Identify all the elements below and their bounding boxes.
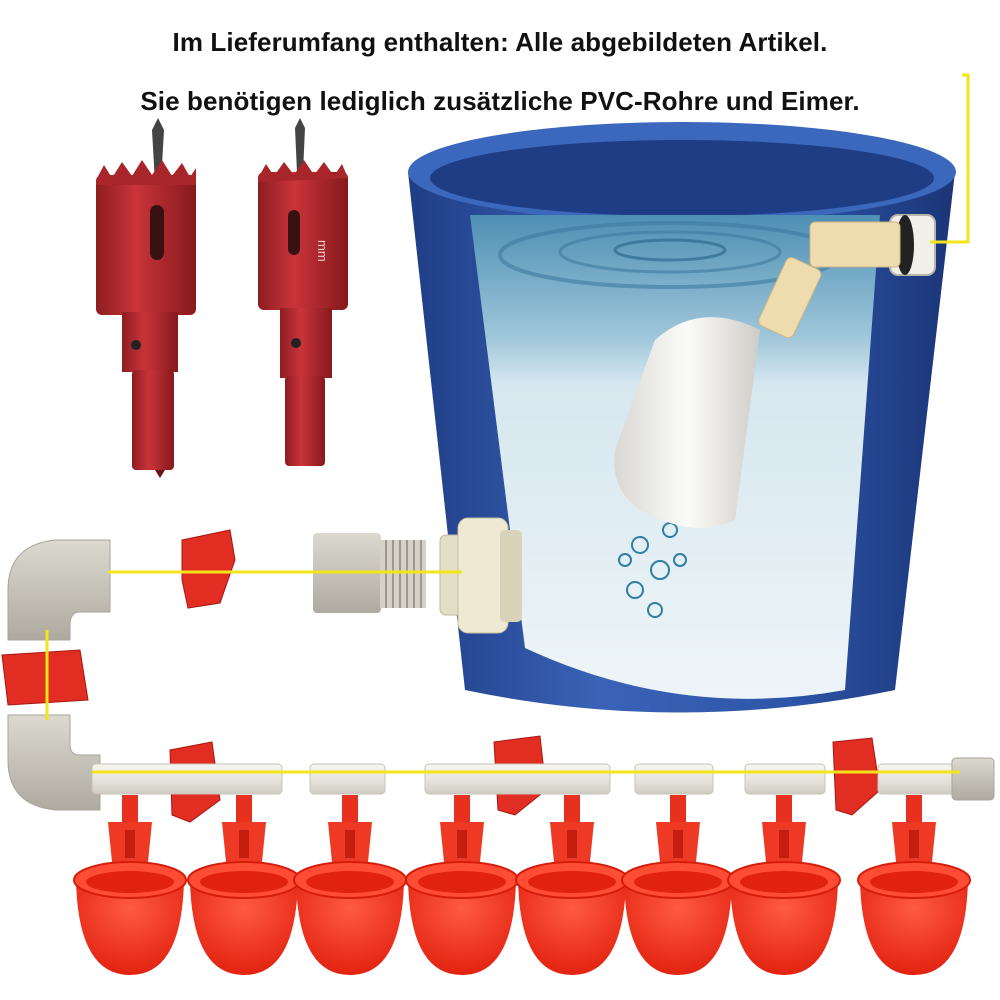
pipe-clip [181, 529, 236, 609]
drinking-cup [857, 795, 971, 975]
caption-line-2: Sie benötigen lediglich zusätzliche PVC-… [140, 86, 860, 116]
drinking-cup [187, 795, 301, 975]
float-ball [614, 317, 760, 528]
drinking-cup [405, 795, 519, 975]
saw-engraving: mm [315, 240, 330, 262]
pipe-clip [832, 737, 881, 816]
elbow-top [7, 539, 111, 641]
pipe-clip [1, 649, 89, 706]
drinking-cups [73, 795, 971, 975]
drinking-cup [621, 795, 735, 975]
bucket [408, 122, 956, 713]
caption-line-1: Im Lieferumfang enthalten: Alle abgebild… [172, 27, 828, 57]
drinking-cup [73, 795, 187, 975]
drinking-cup [515, 795, 629, 975]
drinking-cup [293, 795, 407, 975]
hole-saw-large [96, 118, 196, 478]
float-valve [614, 214, 936, 528]
bulkhead-fitting [439, 517, 522, 634]
assembly-guide-lines [45, 73, 970, 774]
hole-saw-small: mm [258, 118, 348, 466]
elbow-bottom [7, 714, 101, 811]
drinking-cup [727, 795, 841, 975]
